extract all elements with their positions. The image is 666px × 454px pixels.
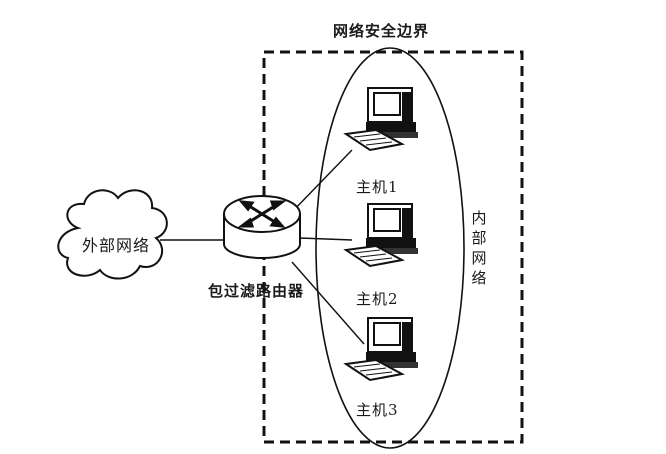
security-boundary: [262, 50, 524, 444]
internal-network-ellipse: [315, 47, 465, 449]
link-router-host3: [291, 261, 365, 345]
external-network-label: 外部网络: [82, 236, 151, 255]
internal-network-label: 内部网络: [471, 209, 487, 287]
cloud-icon: [57, 189, 168, 280]
host-label: 主机2: [356, 290, 399, 308]
host-label: 主机1: [356, 178, 399, 196]
computer-icon-host1: [345, 87, 419, 151]
router-icon: [223, 195, 301, 259]
link-router-host1: [289, 149, 353, 215]
link-router-host2: [299, 237, 353, 241]
host-label: 主机3: [356, 401, 399, 419]
computer-icon-host2: [345, 203, 419, 267]
router-label: 包过滤路由器: [208, 282, 305, 300]
boundary-title: 网络安全边界: [333, 22, 430, 40]
computer-icon-host3: [345, 317, 419, 381]
